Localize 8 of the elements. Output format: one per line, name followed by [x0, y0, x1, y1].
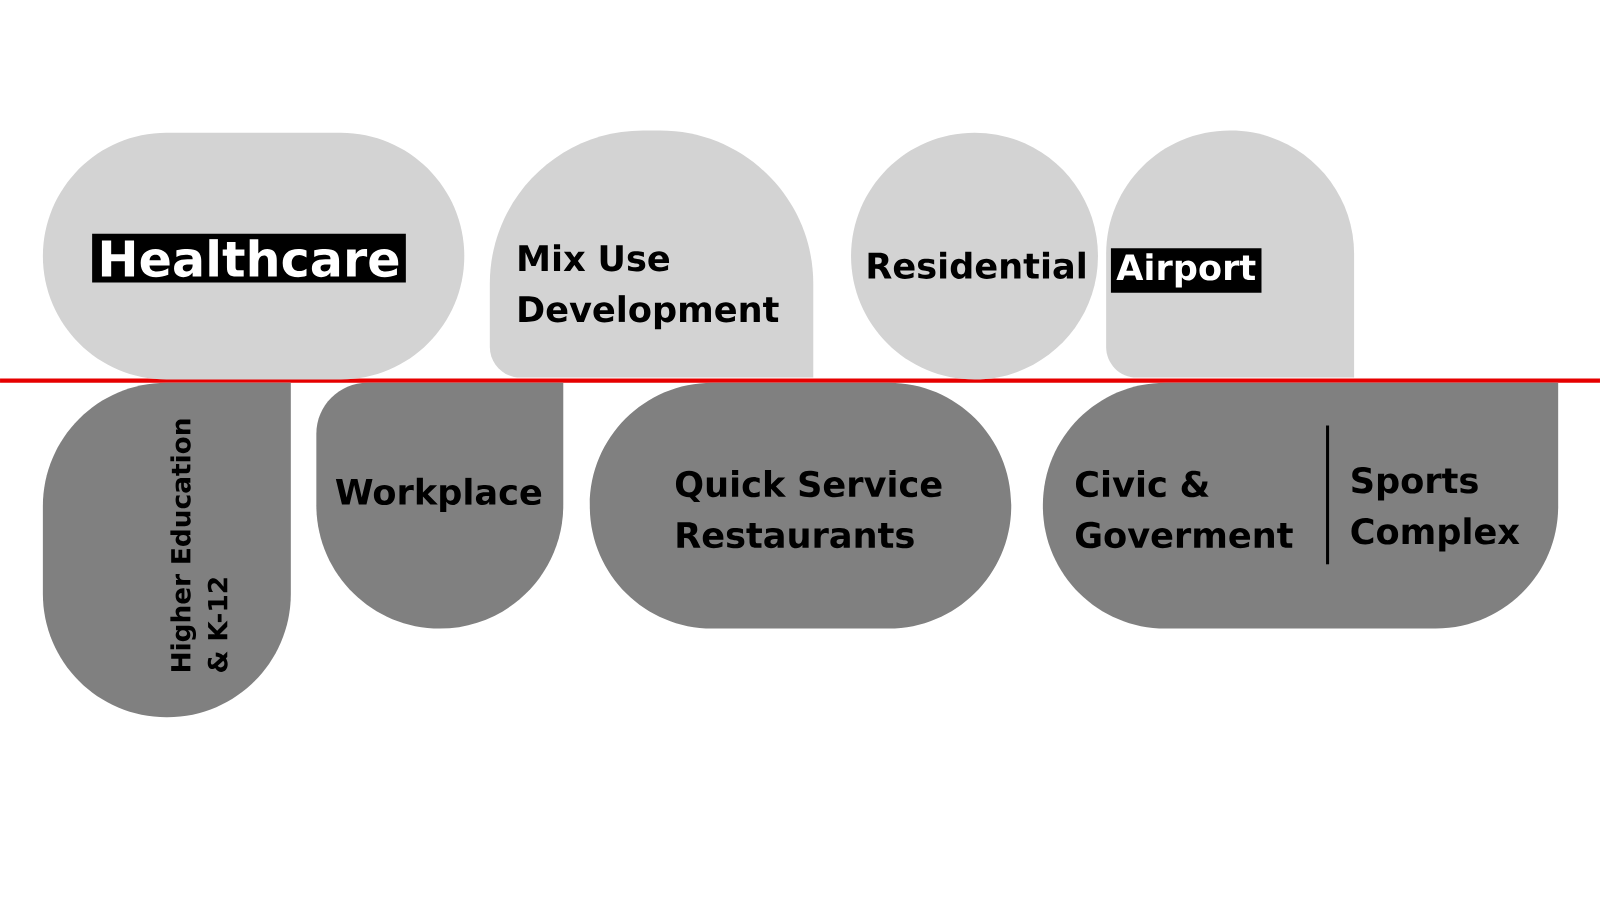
category-box: Mix Use Development — [489, 130, 814, 378]
category-box: Higher Education & K-12 — [42, 382, 291, 718]
category-box: Healthcare — [42, 132, 465, 380]
category-box: Quick Service Restaurants — [589, 382, 1012, 629]
category-box: Airport — [1106, 130, 1355, 378]
category-box: Residential — [851, 132, 1098, 380]
category-box: Civic & Goverment Sports Complex — [1042, 382, 1559, 629]
category-box: Workplace — [316, 382, 564, 629]
